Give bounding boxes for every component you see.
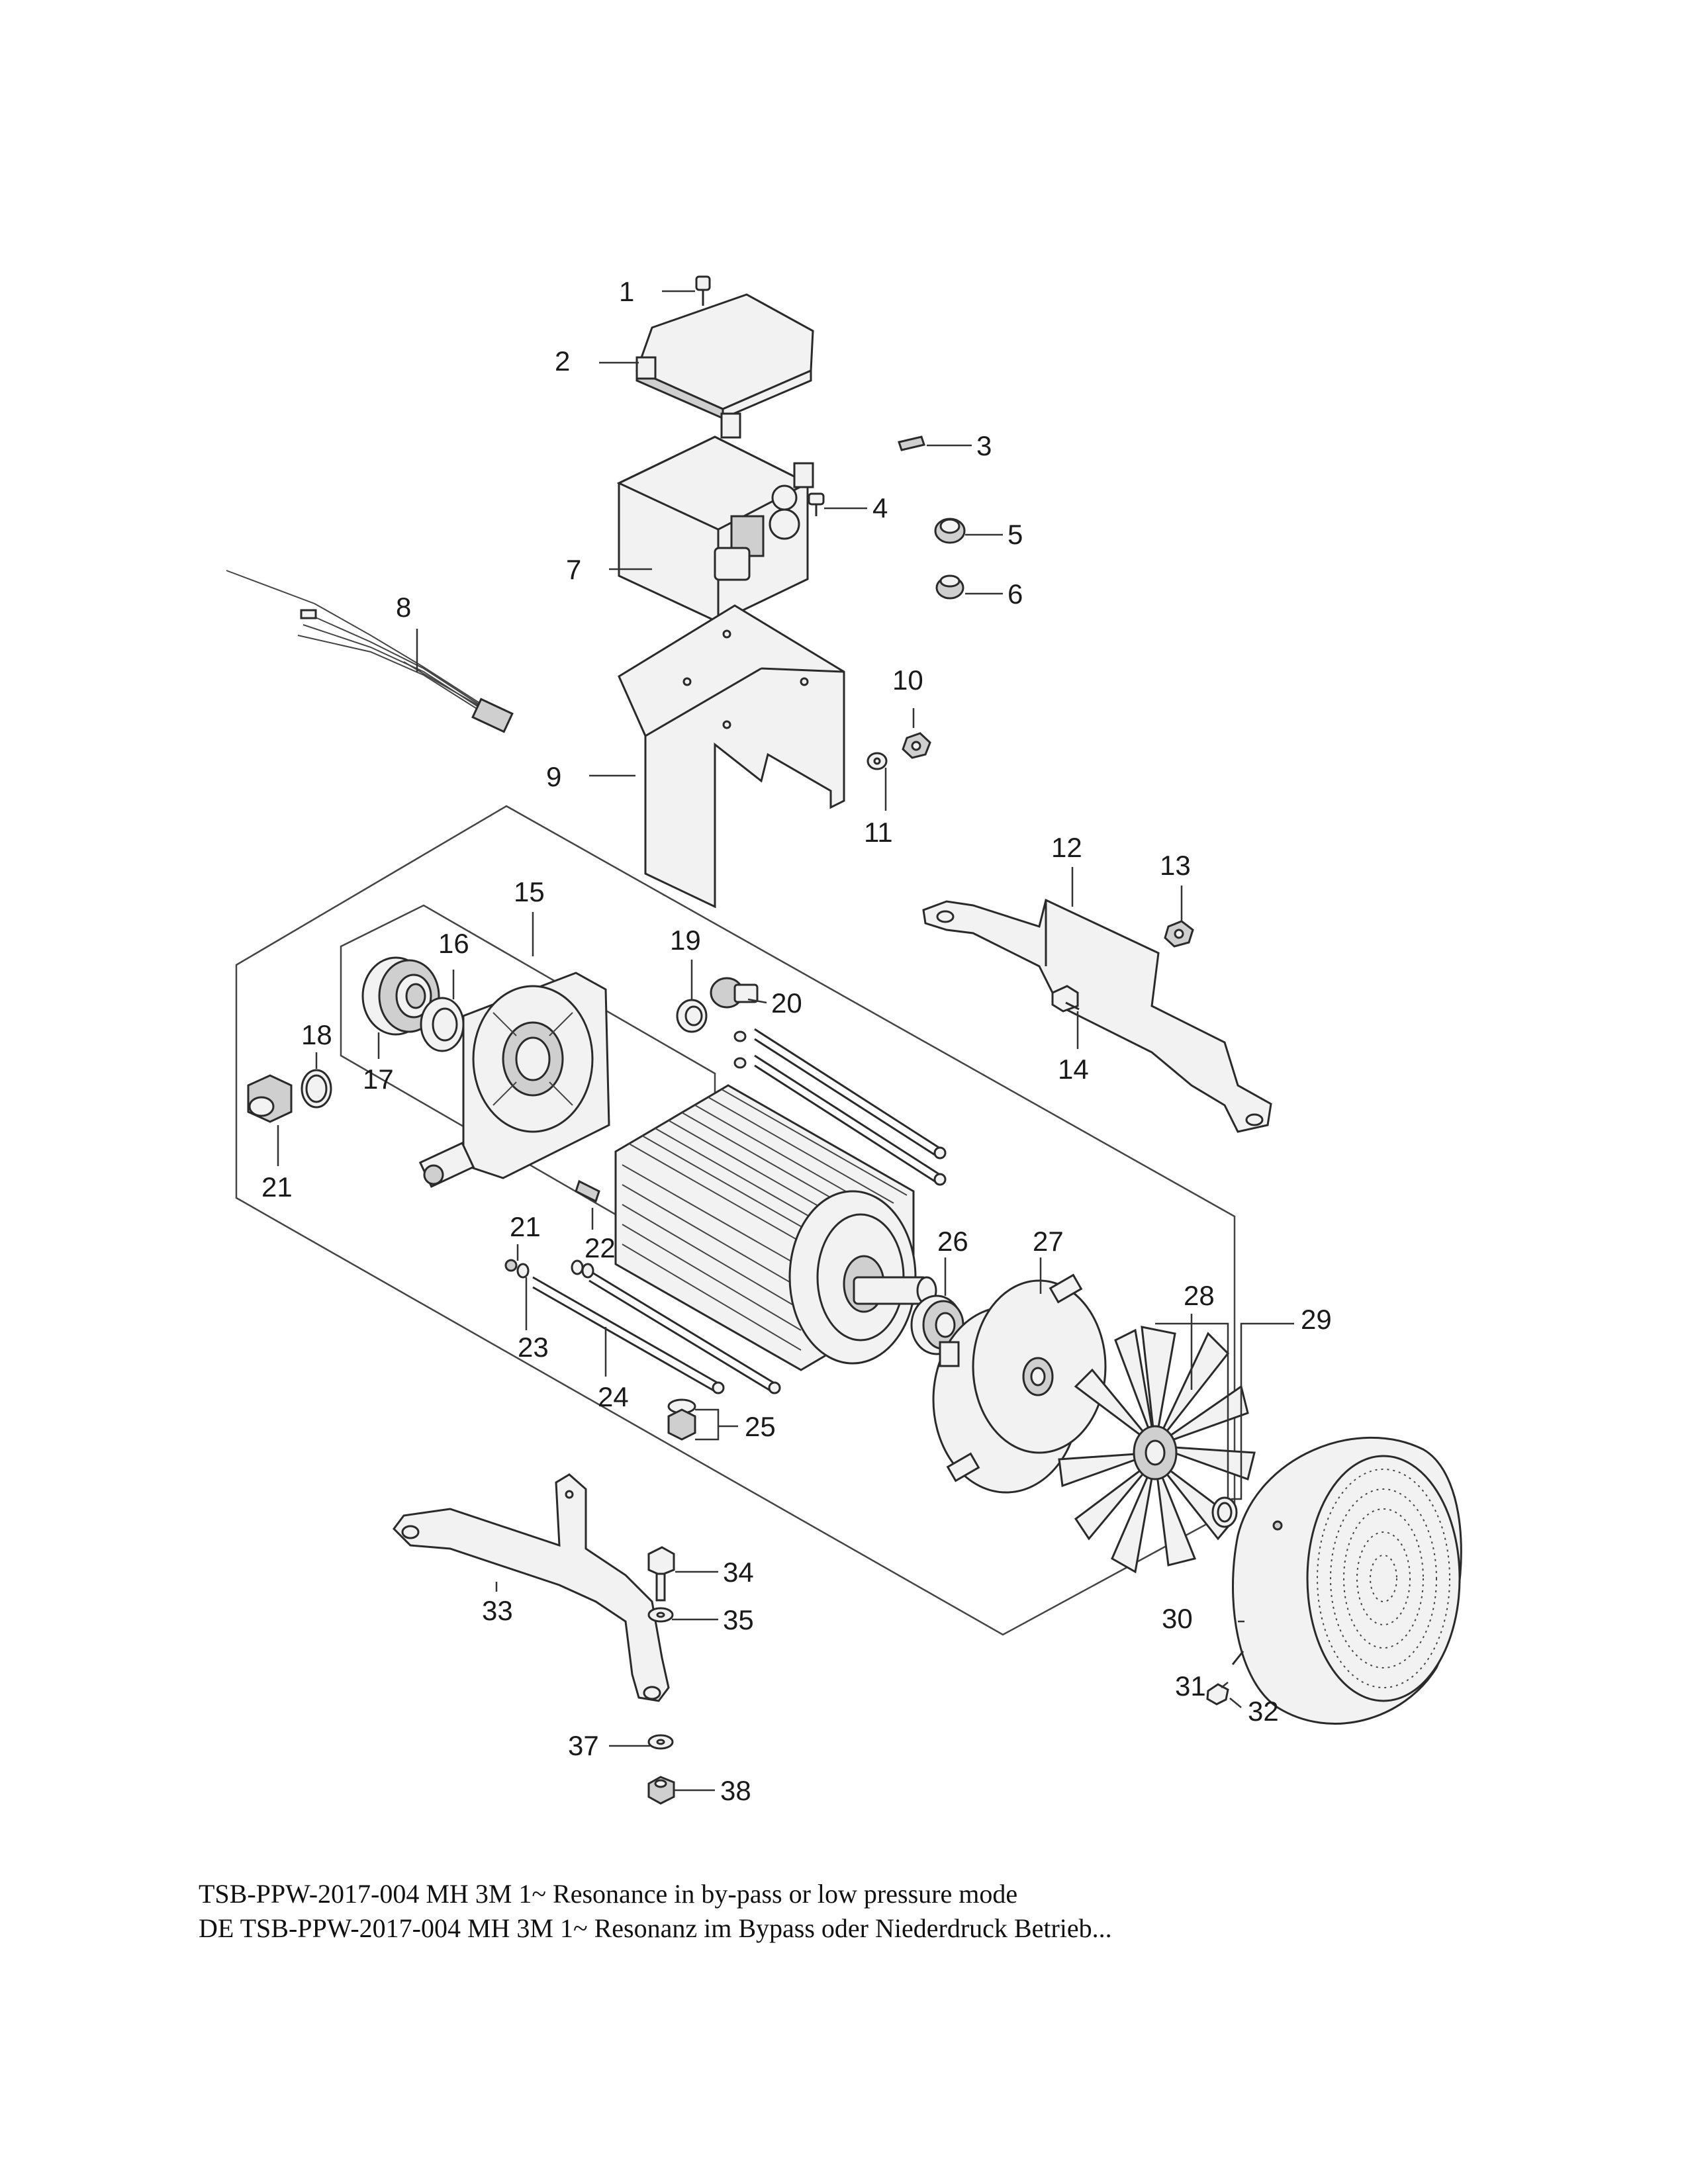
callout-9: 22 <box>585 1232 616 1263</box>
leader-lines <box>277 290 1294 1792</box>
callout-13: 17 <box>363 1064 394 1095</box>
callout-34: 10 <box>892 664 923 696</box>
thermal-sensor-10 <box>710 977 759 1009</box>
nut-22 <box>647 1776 675 1805</box>
callout-30: 5 <box>1008 519 1023 550</box>
bolt-24 <box>1051 985 1080 1013</box>
bolt-20 <box>647 1546 675 1602</box>
callout-8: 21 <box>510 1211 541 1242</box>
seal-38 <box>676 999 708 1033</box>
washer-7 <box>516 1259 594 1279</box>
fan-guard-16 <box>1232 1436 1462 1725</box>
callout-18: 32 <box>1248 1696 1279 1727</box>
screw-31 <box>808 492 825 516</box>
callout-22: 38 <box>720 1775 751 1806</box>
callout-11: 15 <box>514 876 545 907</box>
seal-12 <box>420 997 465 1052</box>
callout-24: 14 <box>1058 1054 1089 1085</box>
motor-foot-25 <box>922 898 1272 1133</box>
motor-foot-19 <box>393 1473 670 1702</box>
callout-23: 13 <box>1160 850 1191 881</box>
key-37 <box>898 435 925 451</box>
callout-2: 28 <box>1184 1280 1215 1311</box>
bulletin-note-english: TSB-PPW-2017-004 MH 3M 1~ Resonance in b… <box>199 1879 1018 1909</box>
washer-21b <box>647 1734 674 1750</box>
nut-34 <box>902 732 931 759</box>
tie-rods <box>532 1269 781 1394</box>
drain-plug-15 <box>247 1074 293 1123</box>
callout-37: 3 <box>976 430 992 461</box>
callout-4: 26 <box>937 1226 968 1257</box>
callout-6: 24 <box>598 1381 629 1412</box>
callout-1: 29 <box>1301 1304 1332 1335</box>
callout-26: 1 <box>619 276 634 307</box>
tie-rods-upper <box>733 1028 947 1186</box>
callout-21b: 37 <box>568 1730 599 1761</box>
callout-31: 4 <box>872 492 888 523</box>
bulletin-note-german: DE TSB-PPW-2017-004 MH 3M 1~ Resonanz im… <box>199 1913 1112 1943</box>
callout-28: 7 <box>566 554 581 585</box>
terminal-box-cover <box>635 293 814 420</box>
callout-16: 30 <box>1162 1603 1193 1634</box>
callout-7: 23 <box>518 1332 549 1363</box>
rear-end-shield-3 <box>932 1273 1107 1494</box>
callout-38: 19 <box>670 925 701 956</box>
callout-21a: 35 <box>723 1604 754 1635</box>
callout-25: 12 <box>1051 832 1082 863</box>
screw-17 <box>1231 1651 1244 1665</box>
callout-29: 6 <box>1008 578 1023 610</box>
circlip <box>1211 1496 1238 1528</box>
end-shield-11 <box>418 972 610 1188</box>
mounting-bracket-33 <box>618 604 845 909</box>
callout-27: 2 <box>555 345 570 377</box>
callout-10: 20 <box>771 987 802 1019</box>
callout-15: 21 <box>261 1171 293 1203</box>
screw-26 <box>695 275 711 306</box>
motor-stator-housing <box>614 1084 937 1371</box>
callout-3: 27 <box>1033 1226 1064 1257</box>
fan-guard-grille <box>1317 1469 1450 1688</box>
callout-labels: 1 2 3 4 5 6 7 8 9 10 11 12 13 14 15 16 1… <box>261 276 1332 1806</box>
washer-35 <box>867 752 888 770</box>
callout-17: 31 <box>1175 1670 1206 1702</box>
washer-21a <box>647 1607 674 1623</box>
nut-23 <box>1164 920 1194 948</box>
drain-plug-5 <box>667 1398 696 1441</box>
callout-33: 9 <box>546 761 561 792</box>
screw-18 <box>1206 1683 1229 1706</box>
callout-12: 16 <box>438 928 469 959</box>
callout-35: 11 <box>864 817 893 848</box>
wiring-harness <box>226 570 514 733</box>
terminal-box <box>616 412 814 623</box>
o-ring-14 <box>301 1069 332 1109</box>
plug-30 <box>934 518 966 544</box>
key-9 <box>575 1179 600 1203</box>
nut-8 <box>504 1259 518 1272</box>
cable-gland-29 <box>935 574 964 600</box>
callout-20: 34 <box>723 1557 754 1588</box>
cooling-fan-2 <box>1058 1326 1256 1574</box>
callout-32: 8 <box>396 592 411 623</box>
callout-19: 33 <box>482 1595 513 1626</box>
callout-5: 25 <box>745 1411 776 1442</box>
callout-14: 18 <box>301 1019 332 1050</box>
